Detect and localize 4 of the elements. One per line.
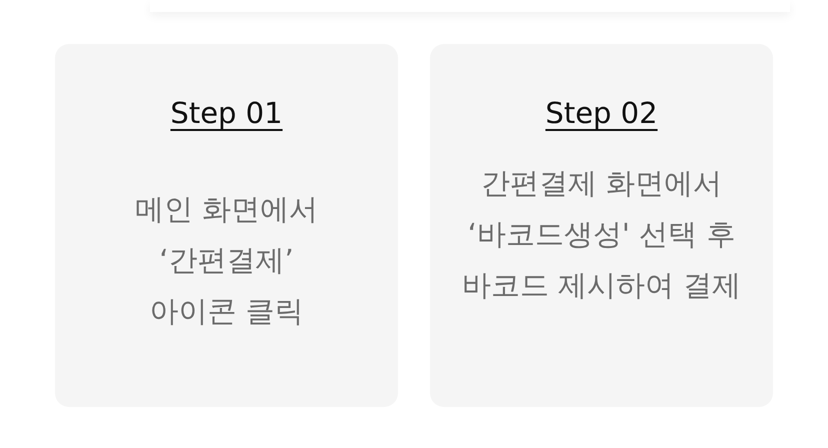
step-heading: Step 02	[545, 96, 658, 130]
step-description: 메인 화면에서 ‘간편결제’ 아이콘 클릭	[134, 191, 320, 330]
step-heading: Step 01	[170, 96, 283, 130]
step-description: 간편결제 화면에서 ‘바코드생성' 선택 후 바코드 제시하여 결제	[460, 165, 742, 304]
